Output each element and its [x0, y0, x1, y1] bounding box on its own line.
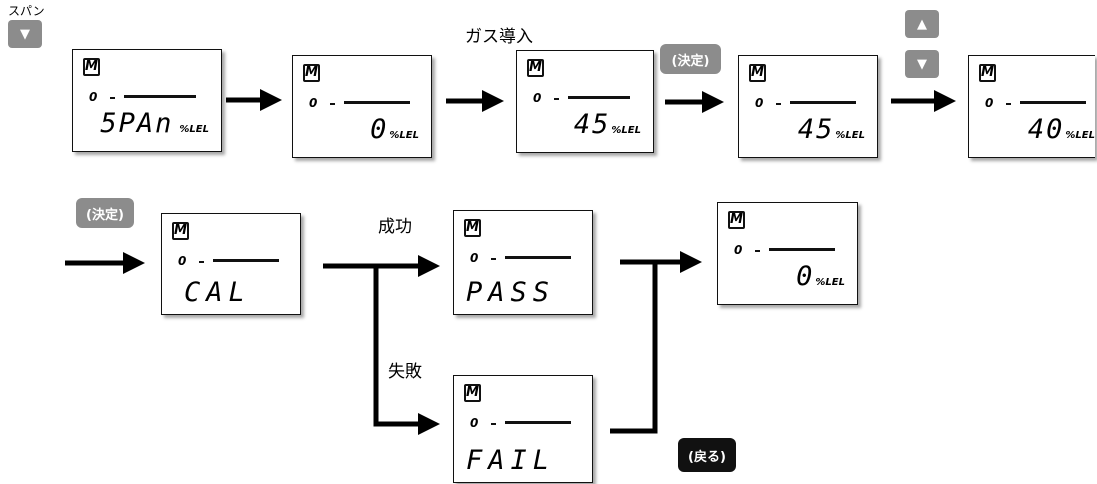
dash — [491, 423, 496, 425]
span-label: スパン — [8, 4, 45, 18]
zero-marker: 0 — [985, 96, 994, 110]
reading-value: 45 — [573, 109, 611, 140]
lcd-screen: M 0 40%LEL — [968, 55, 1095, 158]
mode-m-icon: M — [749, 64, 766, 82]
reading: 40%LEL — [1028, 116, 1095, 149]
arrow-head — [123, 252, 145, 274]
bar — [213, 259, 279, 262]
reading: 0%LEL — [796, 263, 845, 296]
bar — [505, 421, 571, 424]
failure-label: 失敗 — [388, 362, 422, 382]
dash — [755, 250, 760, 252]
bar — [344, 101, 410, 104]
reading: PASS — [466, 279, 555, 306]
zero-marker: 0 — [89, 90, 98, 104]
success-label: 成功 — [378, 217, 412, 237]
dash — [776, 103, 781, 105]
lcd-screen: M 0 PASS — [453, 210, 593, 315]
arrow-head — [418, 413, 440, 435]
dash — [491, 258, 496, 260]
bar — [1020, 101, 1086, 104]
arrow-head — [482, 90, 504, 112]
decide-button-2[interactable]: (決定) — [76, 198, 134, 228]
arrow-head — [934, 90, 956, 112]
reading-value: FAIL — [466, 445, 556, 476]
lcd-screen: M 0 5PAn %LEL — [72, 49, 222, 152]
back-button[interactable]: (戻る) — [678, 438, 736, 472]
reading: 45%LEL — [574, 111, 641, 144]
bar — [124, 95, 196, 98]
fail-branch-line — [323, 263, 420, 427]
reading: 5PAn %LEL — [100, 110, 209, 143]
mode-m-icon: M — [303, 64, 320, 82]
reading: 45%LEL — [798, 116, 865, 149]
dash — [1006, 103, 1011, 105]
reading-value: 0 — [370, 114, 389, 145]
arrow-head — [260, 89, 282, 111]
reading-value: 45 — [797, 114, 835, 145]
dash — [554, 98, 559, 100]
mode-m-icon: M — [464, 219, 481, 237]
reading: 0%LEL — [370, 116, 419, 149]
dash — [110, 97, 115, 99]
zero-marker: 0 — [755, 96, 764, 110]
mode-m-icon: M — [527, 59, 544, 77]
dash — [330, 103, 335, 105]
lcd-screen: M 0 CAL — [161, 213, 301, 315]
gas-intro-label: ガス導入 — [465, 27, 533, 47]
mode-m-icon: M — [979, 64, 996, 82]
dash — [199, 261, 204, 263]
mode-m-icon: M — [83, 58, 100, 76]
reading-value: CAL — [184, 277, 251, 308]
fail-to-zero-line — [610, 262, 658, 434]
zero-marker: 0 — [309, 96, 318, 110]
lcd-screen: M 0 45%LEL — [738, 55, 878, 158]
reading-value: PASS — [466, 277, 556, 308]
reading-unit: %LEL — [389, 130, 419, 141]
arrow-head — [702, 91, 724, 113]
bar — [505, 256, 571, 259]
reading-unit: %LEL — [1065, 130, 1095, 141]
reading: CAL — [184, 279, 251, 306]
lcd-screen: M 0 0%LEL — [292, 55, 432, 158]
arrow-head — [680, 251, 702, 273]
down-key-button[interactable]: ▼ — [8, 20, 42, 48]
reading-unit: %LEL — [179, 124, 209, 135]
up-key-button[interactable]: ▲ — [905, 10, 939, 38]
bar — [790, 101, 856, 104]
reading-value: 40 — [1027, 114, 1065, 145]
zero-marker: 0 — [734, 243, 743, 257]
reading-unit: %LEL — [611, 125, 641, 136]
decide-button[interactable]: (決定) — [660, 44, 721, 74]
mode-m-icon: M — [172, 222, 189, 240]
zero-marker: 0 — [533, 91, 542, 105]
zero-marker: 0 — [470, 251, 479, 265]
arrow-head — [418, 255, 440, 277]
bar — [568, 96, 630, 99]
mode-m-icon: M — [464, 384, 481, 402]
reading-unit: %LEL — [815, 277, 845, 288]
lcd-screen: M 0 0%LEL — [717, 202, 858, 305]
zero-marker: 0 — [470, 416, 479, 430]
reading: FAIL — [466, 447, 555, 474]
down-key-button-2[interactable]: ▼ — [905, 50, 939, 78]
reading-unit: %LEL — [835, 130, 865, 141]
zero-marker: 0 — [178, 254, 187, 268]
lcd-screen: M 0 FAIL — [453, 375, 593, 483]
lcd-screen: M 0 45%LEL — [516, 50, 654, 153]
bar — [769, 248, 835, 251]
reading-value: 5PAn — [100, 108, 174, 139]
reading-value: 0 — [796, 261, 815, 292]
mode-m-icon: M — [728, 211, 745, 229]
